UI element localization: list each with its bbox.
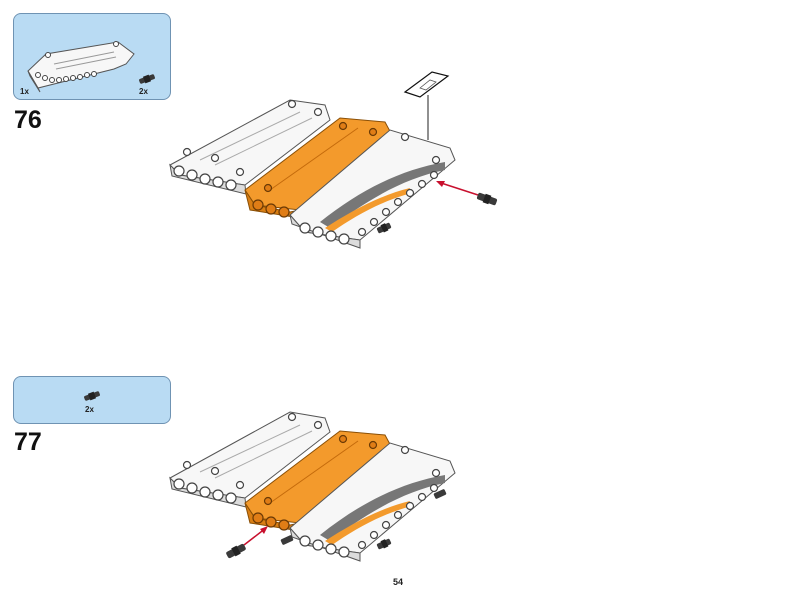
part-qty: 1x <box>20 87 29 96</box>
white-panel-right <box>289 442 456 562</box>
connector-pin-icon <box>476 192 498 206</box>
connector-pin-icon <box>139 74 155 84</box>
connector-pin-icon <box>280 535 294 545</box>
connector-pin-icon <box>376 538 392 550</box>
orange-panel <box>244 430 393 532</box>
white-panel-left <box>169 99 331 195</box>
part-qty: 2x <box>85 405 94 414</box>
page-number: 54 <box>393 577 404 587</box>
insert-arrow <box>243 526 268 546</box>
step-76-parts-box: 1x 2x <box>13 13 171 100</box>
connector-pin-icon <box>84 391 100 401</box>
step-number: 76 <box>14 106 42 134</box>
part-qty: 2x <box>139 87 148 96</box>
step-77-parts-box: 2x <box>13 376 171 424</box>
connector-pin-icon <box>376 222 392 234</box>
connector-pin-icon <box>226 543 246 559</box>
step-number: 77 <box>14 428 42 456</box>
connector-pin-icon <box>433 489 447 499</box>
white-panel-left <box>169 411 331 508</box>
sticker-callout <box>403 71 450 140</box>
orange-panel <box>244 117 393 219</box>
white-panel-right <box>289 129 456 249</box>
insert-arrow <box>436 181 479 196</box>
panel-icon <box>27 41 135 93</box>
